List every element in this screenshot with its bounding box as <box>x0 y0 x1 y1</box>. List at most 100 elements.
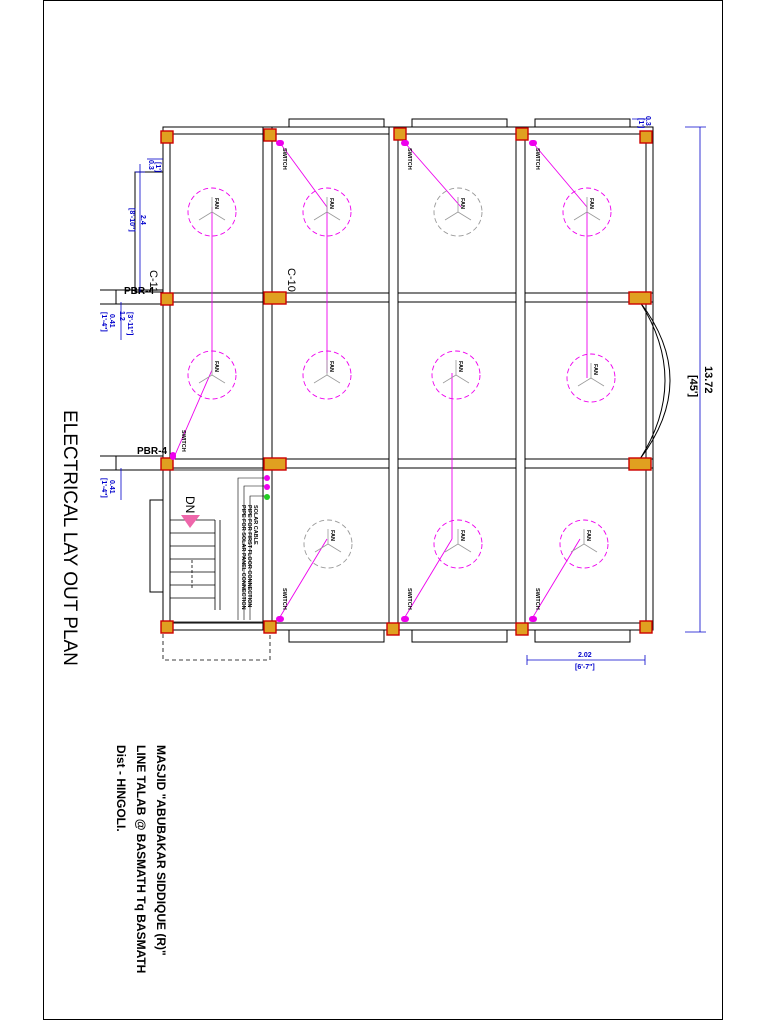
pipe-marker-3 <box>264 494 270 500</box>
dimensions <box>120 118 706 665</box>
switch-marker <box>170 452 176 460</box>
sheet-border <box>43 0 723 1020</box>
note-solar-cable: SOLAR CABLE <box>252 505 258 545</box>
dim-left-mid-m: 1.2 <box>118 311 125 321</box>
fan-label: FAN <box>329 530 335 541</box>
column <box>639 130 653 144</box>
fan-label: FAN <box>585 530 591 541</box>
dim-left-pbr1-m: 0.41 <box>108 314 115 328</box>
ceiling-fan: FAN <box>566 353 616 403</box>
note-first-floor: PIPE FOR FIRST FLOOR CONNECTION <box>246 505 252 607</box>
project-line-3: Dist - HINGOLI. <box>114 745 128 832</box>
ceiling-fan: FAN <box>433 187 483 237</box>
switch-label: SWITCH <box>406 588 412 610</box>
fans: FAN FAN FAN FAN FAN FAN FAN FAN FAN FAN FAN <box>187 187 616 569</box>
column <box>386 622 400 636</box>
mihrab-arc <box>639 301 671 460</box>
column <box>160 457 174 471</box>
switch-marker <box>276 140 284 146</box>
pbr-projections <box>100 289 163 471</box>
column <box>160 130 174 144</box>
stair-arrow <box>181 515 200 528</box>
ceiling-fan: FAN <box>431 350 481 400</box>
switch-label: SWITCH <box>534 148 540 170</box>
plan-title: ELECTRICAL LAY OUT PLAN <box>59 410 80 666</box>
column <box>160 620 174 634</box>
pipe-marker-2 <box>264 484 270 490</box>
switch-label: SWITCH <box>281 148 287 170</box>
dimension-texts: 13.72 [45'] 2.02 [6'-7"] 0.3 [1'] 2.4 [8… <box>100 116 714 671</box>
dim-left-pbr1-ft: [1'-4"] <box>100 312 107 332</box>
switch-label: SWITCH <box>406 148 412 170</box>
dim-left-mid-ft: [3'-11"] <box>126 312 133 335</box>
dim-top-right-m: 0.3 <box>644 116 651 126</box>
fan-label: FAN <box>592 364 598 375</box>
fan-label: FAN <box>328 361 334 372</box>
mihrab-arc-inner <box>639 301 666 460</box>
switch-marker <box>401 140 409 146</box>
ceiling-fan: FAN <box>433 519 483 569</box>
pbr-label-bottom: PBR-4 <box>137 446 167 457</box>
window-frames <box>134 118 631 643</box>
fan-label: FAN <box>459 198 465 209</box>
dim-left-win-ft: [8'-10"] <box>128 208 135 232</box>
ceiling-fan: FAN <box>302 350 352 400</box>
wiring <box>174 142 588 618</box>
outer-walls <box>162 126 654 631</box>
dim-left-pbr2-ft: [1'-4"] <box>100 478 107 498</box>
fan-label: FAN <box>588 198 594 209</box>
ceiling-fan: FAN <box>562 187 612 237</box>
column <box>160 292 174 306</box>
column <box>263 291 287 305</box>
switch-label: SWITCH <box>180 430 186 452</box>
dim-left-top-ft: [1'] <box>154 162 161 172</box>
fan-label: FAN <box>459 530 465 541</box>
staircase <box>162 469 271 661</box>
column <box>393 127 407 141</box>
stair-dn-label: DN <box>183 496 197 513</box>
dim-overall-m: 13.72 <box>702 366 714 394</box>
column <box>639 620 653 634</box>
switch-marker <box>276 616 284 622</box>
column <box>515 622 529 636</box>
column-label-c10: C-10 <box>285 268 297 292</box>
fan-label: FAN <box>213 361 219 372</box>
column <box>263 128 277 142</box>
dim-left-top-m: 0.3 <box>147 160 154 170</box>
fan-label: FAN <box>213 198 219 209</box>
column <box>263 457 287 471</box>
switch-label: SWITCH <box>534 588 540 610</box>
project-line-2: LINE TALAB @ BASMATH Tq BASMATH <box>134 745 148 973</box>
beams <box>162 126 654 631</box>
note-solar-panel: PIPE FOR SOLAR PANEL CONNECTION <box>240 505 246 610</box>
project-line-1: MASJID "ABUBAKAR SIDDIQUE (R)" <box>154 745 168 956</box>
ceiling-fan: FAN <box>187 187 237 237</box>
column <box>628 457 652 471</box>
ceiling-fan: FAN <box>187 350 237 400</box>
ceiling-fan: FAN <box>303 519 353 569</box>
pipe-marker-1 <box>264 475 270 481</box>
dim-top-right-ft: [1'] <box>637 118 644 128</box>
ceiling-fan: FAN <box>559 519 609 569</box>
dim-left-win-m: 2.4 <box>139 215 146 225</box>
fan-label: FAN <box>328 198 334 209</box>
switches: SWITCH SWITCH SWITCH SWITCH SWITCH SWITC… <box>170 140 540 622</box>
pbr-label-top: PBR-4 <box>124 286 154 297</box>
column <box>515 127 529 141</box>
switch-marker <box>401 616 409 622</box>
column-label-c11: C-11 <box>147 270 159 293</box>
dim-bottom-ft: [6'-7"] <box>575 664 595 671</box>
switch-marker <box>529 140 537 146</box>
column <box>263 620 277 634</box>
ceiling-fan: FAN <box>302 187 352 237</box>
dim-bottom-m: 2.02 <box>578 652 592 659</box>
fan-label: FAN <box>457 361 463 372</box>
column <box>628 291 652 305</box>
dim-left-pbr2-m: 0.41 <box>108 480 115 494</box>
columns <box>160 127 653 636</box>
pipe-notes: SOLAR CABLE PIPE FOR FIRST FLOOR CONNECT… <box>237 475 270 620</box>
dim-overall-ft: [45'] <box>687 375 699 398</box>
switch-label: SWITCH <box>281 588 287 610</box>
